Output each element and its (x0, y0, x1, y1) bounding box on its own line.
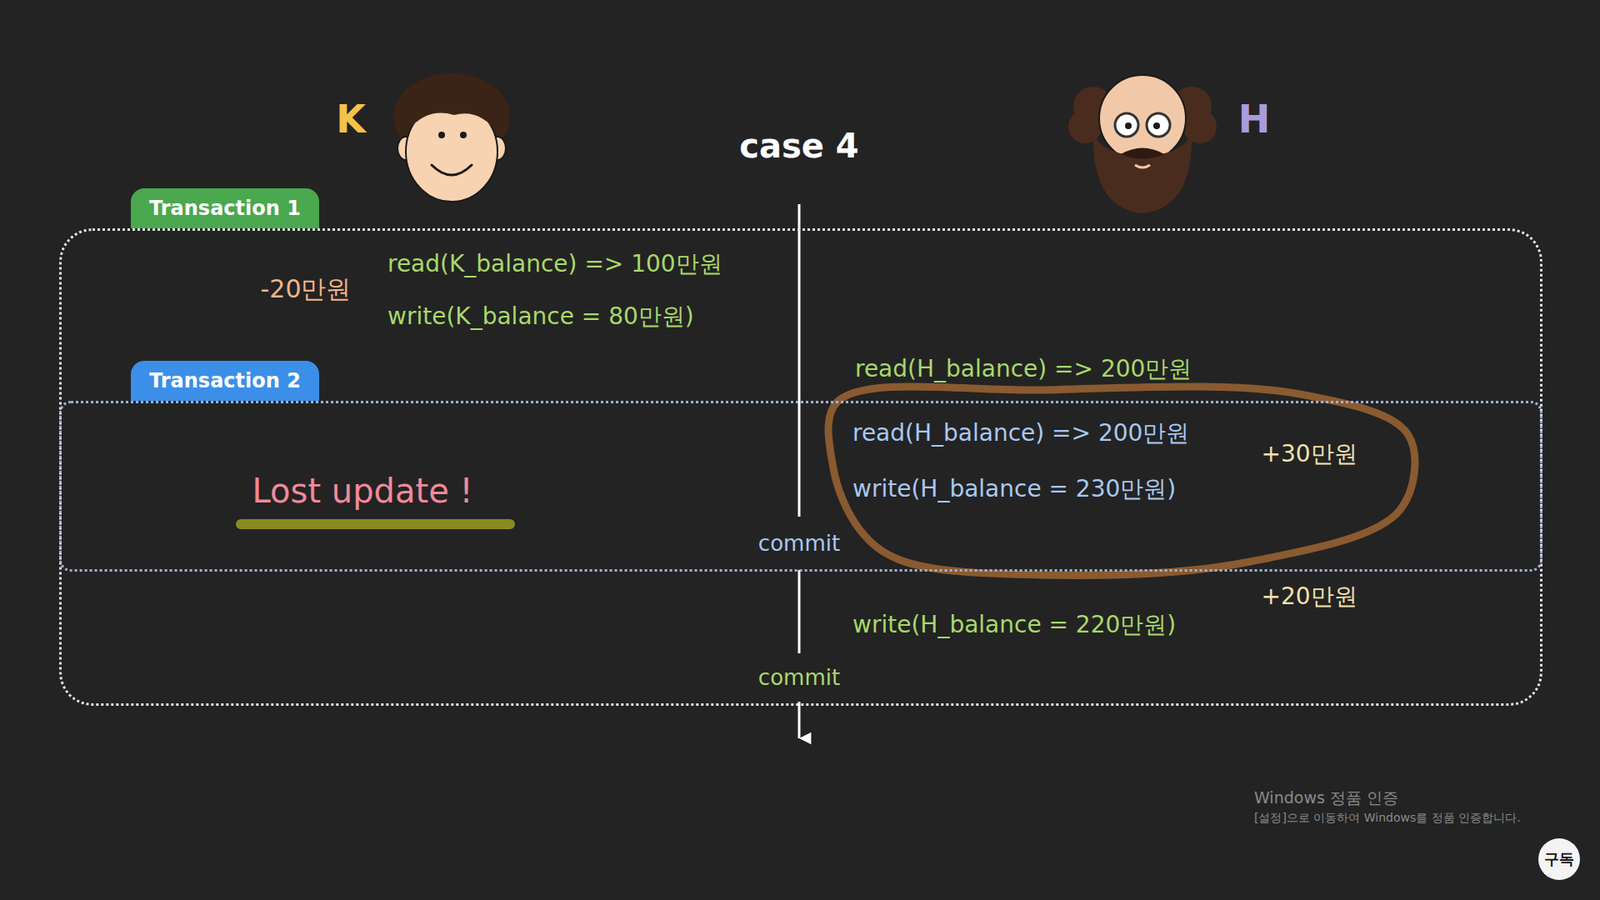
amount-note: +20만원 (1260, 582, 1357, 611)
timeline (798, 204, 801, 517)
timeline-arrow (798, 701, 801, 739)
operation: read(H_balance) => 200만원 (852, 419, 1190, 448)
watermark: Windows 정품 인증 (1254, 788, 1399, 808)
h-side-hair (1068, 110, 1102, 144)
operation: write(H_balance = 230만원) (852, 475, 1176, 504)
amount-note: -20만원 (260, 274, 352, 305)
timeline (798, 570, 801, 654)
operation: read(K_balance) => 100만원 (387, 250, 723, 279)
badge-text: 구독 (1544, 849, 1575, 870)
k-smile (431, 165, 472, 175)
h-mouth (1135, 165, 1150, 168)
operation: read(H_balance) => 200만원 (855, 355, 1192, 384)
h-mustache (1120, 148, 1165, 160)
warning-note: Lost update ! (252, 470, 474, 511)
person-letter: K (335, 96, 366, 143)
highlight-underline (240, 519, 510, 530)
k-eye (460, 131, 467, 139)
commit-mark: commit (758, 530, 840, 557)
h-glasses (1115, 113, 1139, 137)
diagram-title: case 4 (739, 126, 859, 165)
h-head (1099, 75, 1186, 162)
k-eye (438, 131, 445, 139)
subscribe-badge: 구독 (1538, 838, 1580, 880)
operation: write(H_balance = 220만원) (852, 610, 1176, 640)
h-eye (1153, 122, 1160, 130)
transaction-tab: Transaction 2 (130, 360, 320, 401)
h-eye (1125, 122, 1132, 130)
h-beard (1093, 133, 1192, 214)
person-letter: H (1238, 96, 1271, 143)
circle-highlight (828, 386, 1415, 576)
amount-note: +30만원 (1260, 440, 1357, 469)
operation: write(K_balance = 80만원) (387, 302, 695, 331)
h-face (1068, 75, 1217, 214)
commit-mark: commit (758, 665, 840, 691)
k-bangs (405, 93, 499, 134)
transaction-tab: Transaction 1 (130, 188, 320, 229)
h-side-hair (1183, 110, 1217, 144)
k-face (393, 73, 510, 202)
watermark: [설정]으로 이동하여 Windows를 정품 인증합니다. (1254, 810, 1521, 825)
h-glasses (1146, 113, 1170, 137)
